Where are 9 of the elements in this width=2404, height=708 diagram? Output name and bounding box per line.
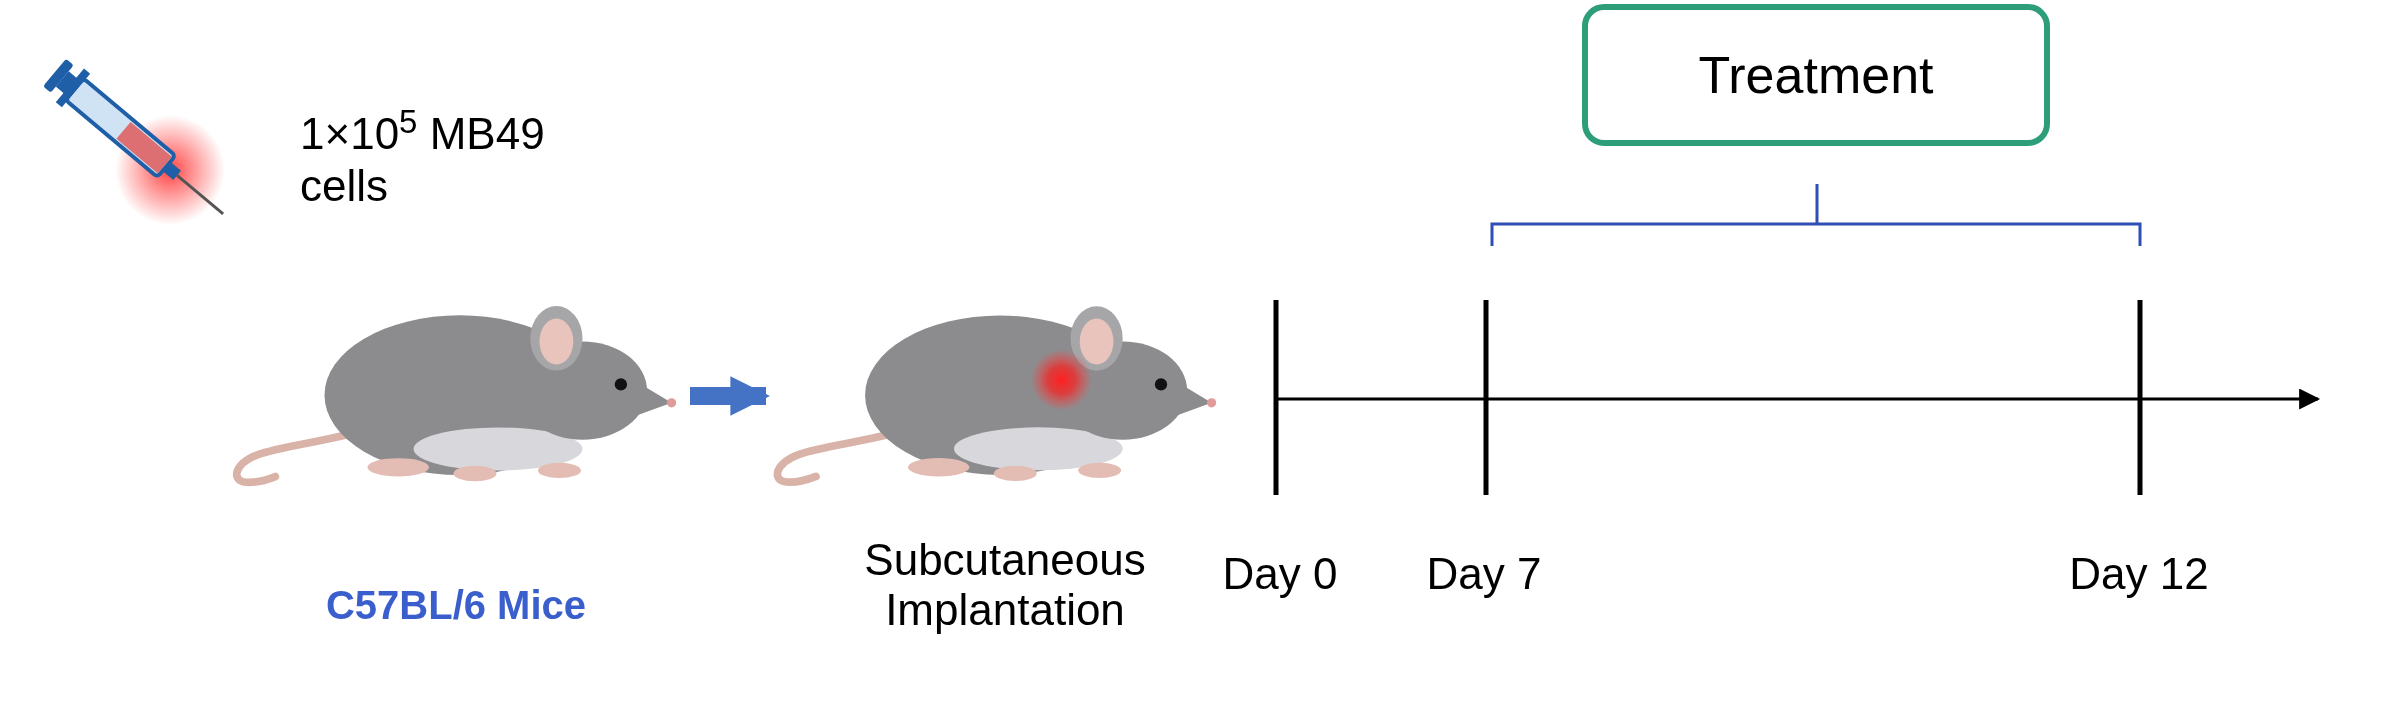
block-arrow [690, 376, 770, 416]
box-label: Treatment [1698, 45, 1934, 106]
cell-count-label: 1×10$^{5}$ MB49 cells [300, 108, 546, 212]
treatment-box [1582, 4, 2050, 146]
day-label: Day 7 [1425, 548, 1543, 600]
day-label: Day 0 [1221, 548, 1339, 600]
mouse-label: Subcutaneous Implantation [863, 535, 1147, 635]
day-label: Day 12 [2068, 548, 2210, 600]
mouse-label: C57BL/6 Mice [324, 582, 588, 629]
